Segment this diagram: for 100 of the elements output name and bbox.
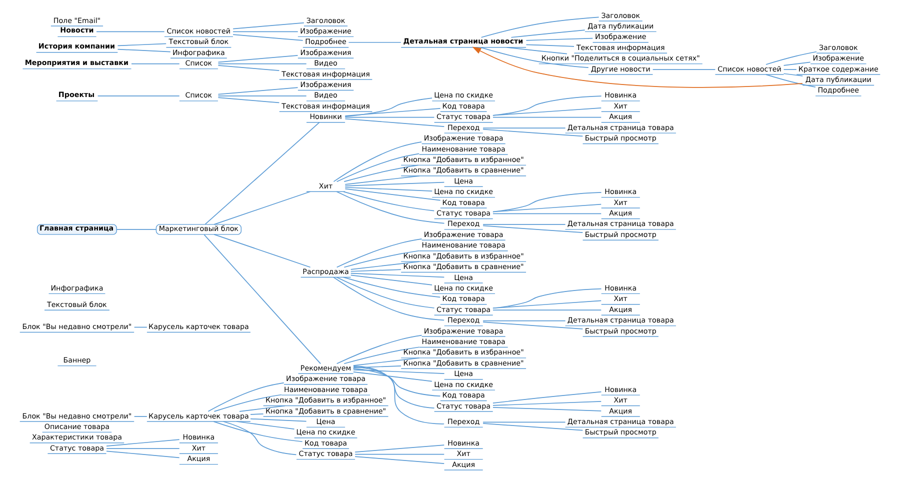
node-text: Описание товара <box>44 422 110 431</box>
node-text: Поле "Email" <box>53 16 101 25</box>
node-text: Инфографика <box>172 48 225 57</box>
node-text: Изображение товара <box>424 134 504 143</box>
connector <box>482 423 584 431</box>
node-text: Быстрый просмотр <box>584 134 656 143</box>
node-text: Новинки <box>310 112 342 122</box>
connector <box>506 46 568 54</box>
node-text: Код товара <box>442 101 485 110</box>
node-text: Новинка <box>448 438 480 448</box>
connector <box>482 225 584 233</box>
connector <box>343 276 441 298</box>
connector <box>208 382 284 412</box>
node-text: Заголовок <box>306 16 346 25</box>
node-text: Быстрый просмотр <box>584 428 656 437</box>
connector <box>352 368 441 397</box>
arrow <box>472 46 803 88</box>
node-text: Список новостей <box>166 26 231 36</box>
node-text: Детальная страница товара <box>567 219 674 228</box>
connector <box>214 191 311 225</box>
connector <box>350 274 432 286</box>
node-text: Изображение <box>595 32 646 42</box>
node-text: Новинка <box>604 384 637 394</box>
node-text: Цена <box>316 416 336 426</box>
node-text: Детальная страница товара <box>567 122 674 132</box>
node-text: Изображение товара <box>424 230 504 239</box>
node-text: Цена <box>454 176 474 186</box>
node-text: Код товара <box>304 438 348 448</box>
connector <box>353 366 402 368</box>
node-text: Детальная страница новости <box>403 36 524 46</box>
node-text: Наименование товара <box>284 384 368 394</box>
node-text: Изображение <box>812 54 864 63</box>
node-text: Детальная страница товара <box>567 416 674 426</box>
connector <box>492 96 602 116</box>
node-text: Цена по скидке <box>434 283 494 292</box>
connector <box>482 320 566 322</box>
connector <box>106 450 180 458</box>
node-text: Статус товара <box>436 304 491 314</box>
node-text: Подробнее <box>818 86 860 95</box>
node-text: Распродажа <box>302 267 349 276</box>
connector <box>344 250 420 268</box>
node-text: Блок "Вы недавно смотрели" <box>22 411 132 420</box>
node-text: Новинка <box>182 432 215 442</box>
node-text: Кнопка "Добавить в избранное" <box>403 154 524 164</box>
connector <box>783 69 797 70</box>
node-text: Изображение товара <box>286 374 366 384</box>
node-text: Новинка <box>604 187 637 196</box>
connector <box>354 444 445 452</box>
node-text: Изображение <box>300 26 352 36</box>
connector <box>510 30 586 38</box>
node-text: Текстовая информация <box>282 101 370 110</box>
node-text: Быстрый просмотр <box>584 230 656 239</box>
connector <box>344 98 432 117</box>
node-text: Другие новости <box>590 64 650 74</box>
node-text: Переход <box>447 416 480 426</box>
connector <box>492 192 602 212</box>
connector <box>783 73 804 76</box>
connector <box>344 164 419 182</box>
connector <box>353 366 435 409</box>
node-text: Переход <box>447 219 480 228</box>
node-box: Маркетинговый блок <box>156 224 242 235</box>
connector <box>218 63 307 64</box>
node-text: Наименование товара <box>422 144 506 154</box>
connector <box>218 87 298 95</box>
connector <box>250 418 307 422</box>
connector <box>214 234 311 268</box>
node-text: Хит <box>614 294 628 304</box>
node-text: Дата публикации <box>805 75 872 84</box>
node-text: Код товара <box>442 390 485 400</box>
node-text: Акция <box>609 208 632 218</box>
connector <box>766 51 817 65</box>
node-text: Кнопка "Добавить в сравнение" <box>266 406 386 416</box>
connector <box>344 118 445 128</box>
connector <box>354 454 445 455</box>
node-text: Цена <box>454 369 474 378</box>
node-text: Заголовок <box>601 10 640 20</box>
node-text: Кнопка "Добавить в сравнение" <box>403 262 524 272</box>
node-box: Главная страница <box>36 224 117 235</box>
connector <box>783 62 811 66</box>
connector <box>344 186 433 192</box>
connector <box>492 406 602 412</box>
node-text: Видео <box>314 58 338 68</box>
connector <box>250 414 264 415</box>
connector <box>348 42 402 43</box>
node-text: Изображения <box>300 48 352 57</box>
connector <box>353 366 444 424</box>
node-text: Кнопка "Добавить в сравнение" <box>403 358 524 368</box>
node-text: Список <box>185 90 212 100</box>
node-text: Статус товара <box>436 208 491 218</box>
connector <box>336 153 420 182</box>
connector <box>482 224 566 225</box>
node-text: Акция <box>609 304 632 314</box>
node-text: Блок "Вы недавно смотрели" <box>22 322 132 332</box>
connector <box>232 31 298 32</box>
connector <box>344 188 441 201</box>
connector <box>117 43 166 46</box>
node-text: Текстовый блок <box>168 37 229 46</box>
connector <box>117 48 171 52</box>
node-text: Хит <box>318 181 333 190</box>
connector <box>239 405 286 412</box>
